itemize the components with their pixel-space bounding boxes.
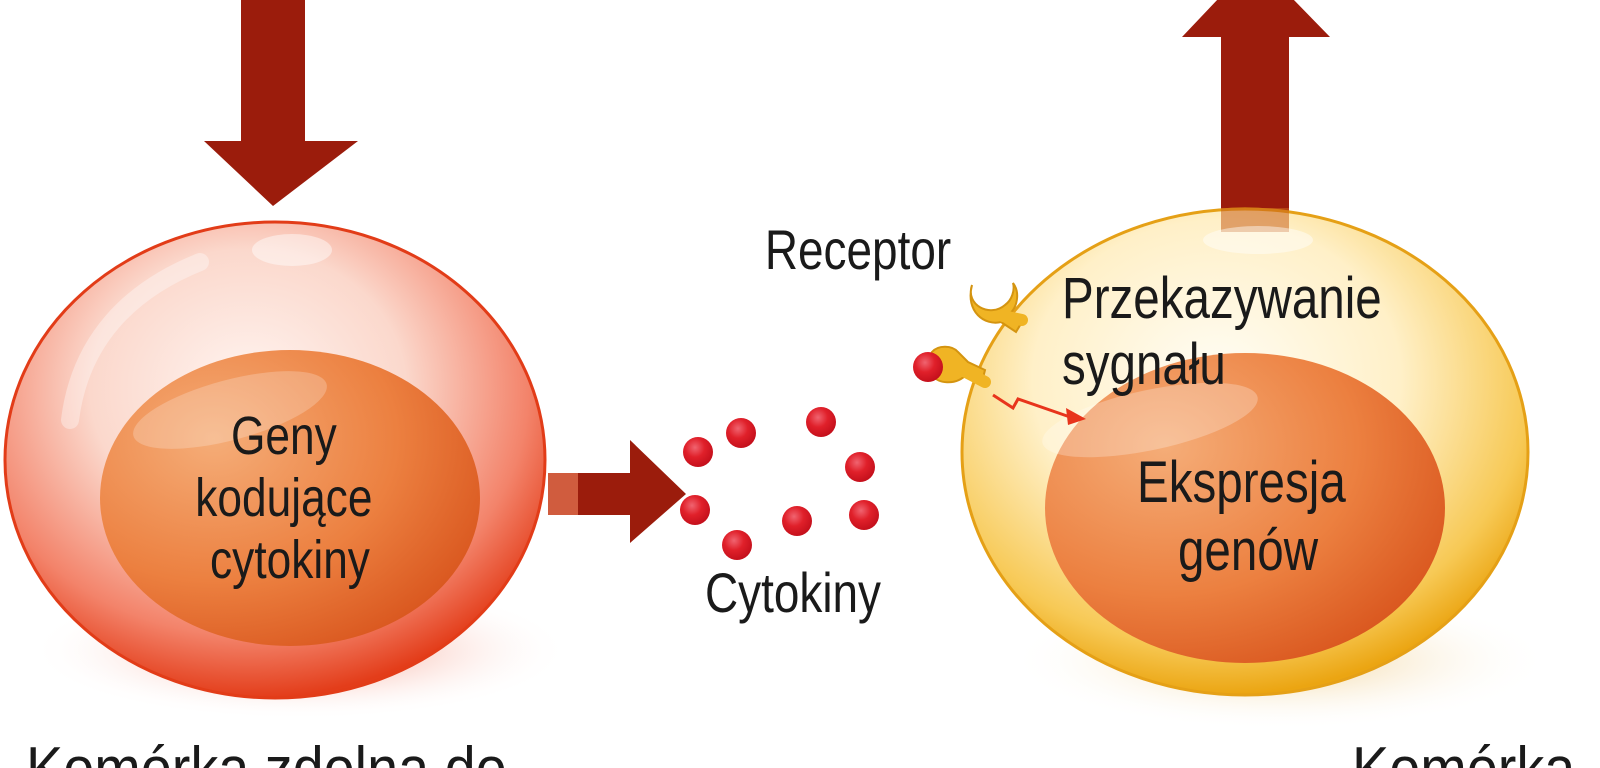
secretion-arrow — [578, 440, 686, 543]
cytokine-dot — [806, 407, 836, 437]
target-nucleus-label: Ekspresja genów — [1137, 451, 1359, 584]
nucleus-label-line-2: kodujące — [195, 468, 372, 528]
signal-label-line-1: Przekazywanie — [1062, 267, 1382, 332]
target-cell-caption: Komórka — [1352, 735, 1575, 768]
cytokine-dot — [782, 506, 812, 536]
expression-label-line-1: Ekspresja — [1137, 451, 1346, 516]
input-arrow — [204, 0, 358, 206]
cytokine-dot — [683, 437, 713, 467]
producer-cell-caption: Komórka zdolna do — [26, 735, 507, 768]
receptor-empty — [969, 282, 1028, 334]
signal-label-line-2: sygnału — [1062, 333, 1226, 398]
bound-cytokine — [913, 352, 943, 382]
expression-label-line-2: genów — [1178, 519, 1319, 584]
cytokine-dot — [722, 530, 752, 560]
producer-nucleus — [100, 350, 480, 646]
output-arrow — [1182, 0, 1330, 232]
target-nucleus — [1045, 353, 1445, 663]
signal-arrow — [992, 393, 1086, 425]
cytokine-dot — [849, 500, 879, 530]
cytokine-dot — [726, 418, 756, 448]
cytokines-label: Cytokiny — [705, 562, 881, 624]
nucleus-label-line-3: cytokiny — [210, 530, 370, 590]
producer-nucleus-label: Geny kodujące cytokiny — [195, 406, 384, 590]
cytokine-dots — [680, 407, 879, 560]
cytokine-dot — [845, 452, 875, 482]
secretion-arrow-overlap — [548, 473, 578, 515]
signal-transduction-label: Przekazywanie sygnału — [1062, 267, 1395, 398]
nucleus-label-line-1: Geny — [231, 406, 337, 466]
receptor-label: Receptor — [765, 219, 951, 281]
receptor-bound — [913, 345, 991, 388]
cytokine-dot — [680, 495, 710, 525]
